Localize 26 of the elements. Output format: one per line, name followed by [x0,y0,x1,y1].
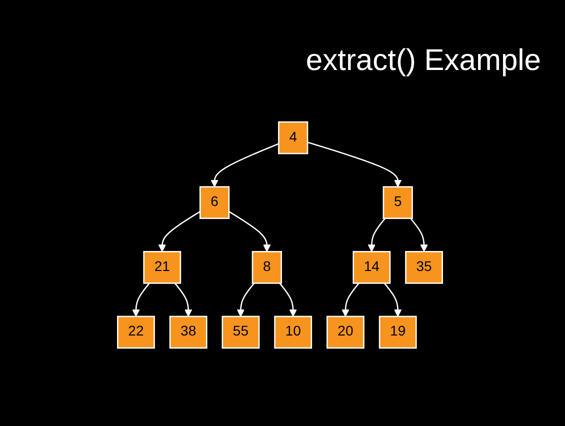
node-box: 14 [352,250,391,284]
arrow [368,218,386,252]
arrow [228,210,271,252]
arrow [158,210,200,252]
arrow [307,142,402,188]
node-box: 35 [405,250,443,284]
node-box: 6 [199,186,230,220]
node-box: 21 [143,250,182,284]
arrow [236,282,255,317]
node-box: 8 [252,250,282,284]
node-box: 4 [278,121,308,154]
node-box: 10 [274,316,312,349]
arrow [210,143,279,188]
node-box: 55 [222,316,260,349]
node-box: 5 [382,186,413,220]
node-box: 20 [326,316,364,349]
node-box: 22 [117,316,155,349]
title: extract() Example [306,44,541,78]
node-box: 19 [378,316,417,349]
arrow [342,282,360,317]
arrow [410,218,428,252]
node-box: 38 [169,316,208,349]
arrow [132,282,150,317]
arrow [384,282,402,317]
arrow [174,282,192,317]
arrow [279,282,297,317]
